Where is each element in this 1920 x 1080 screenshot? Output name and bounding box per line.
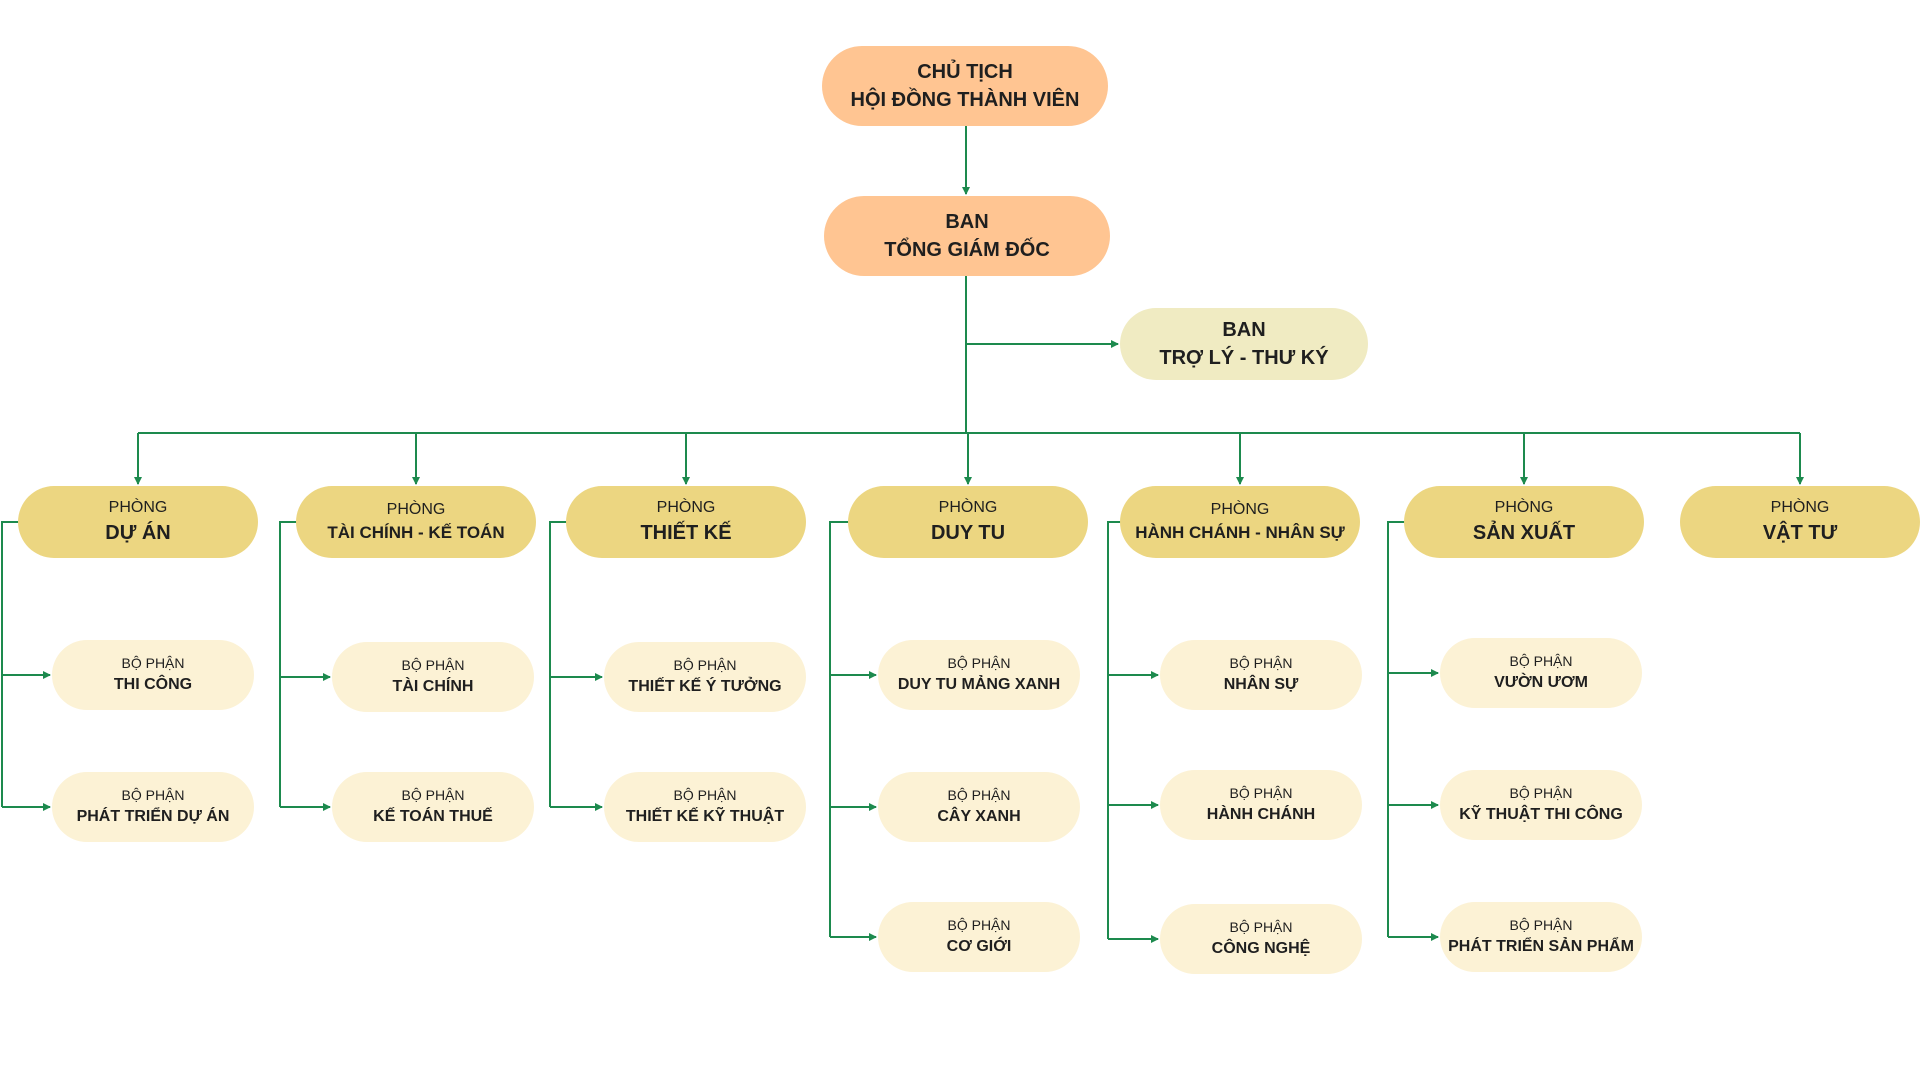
unit-san-xuat-1: BỘ PHẬN VƯỜN ƯƠM — [1440, 638, 1642, 708]
connector-bracket-duy-tu — [829, 521, 852, 937]
unit-hanh-chanh-nhan-su-1-label-2: NHÂN SỰ — [1223, 675, 1299, 693]
unit-du-an-2: BỘ PHẬN PHÁT TRIỂN DỰ ÁN — [52, 772, 254, 842]
department-duy-tu-label-2: DUY TU — [930, 522, 1006, 545]
unit-san-xuat-1-label-2: VƯỜN ƯƠM — [1494, 673, 1588, 691]
unit-du-an-1-label-1: BỘ PHẬN — [121, 655, 185, 671]
unit-hanh-chanh-nhan-su-2-label-1: BỘ PHẬN — [1229, 785, 1293, 801]
unit-hanh-chanh-nhan-su-3-label-2: CÔNG NGHỆ — [1211, 939, 1311, 957]
unit-hanh-chanh-nhan-su-3: BỘ PHẬN CÔNG NGHỆ — [1160, 904, 1362, 974]
connector-bracket-san-xuat — [1387, 521, 1408, 937]
department-san-xuat: PHÒNG SẢN XUẤT — [1404, 486, 1644, 558]
unit-du-an-1-label-2: THI CÔNG — [113, 675, 193, 693]
department-tai-chinh-ke-toan-label-1: PHÒNG — [386, 500, 446, 518]
unit-san-xuat-2-label-2: KỸ THUẬT THI CÔNG — [1459, 805, 1623, 823]
department-duy-tu-label-1: PHÒNG — [938, 498, 998, 516]
department-hanh-chanh-nhan-su: PHÒNG HÀNH CHÁNH - NHÂN SỰ — [1120, 486, 1360, 558]
unit-duy-tu-2-label-2: CÂY XANH — [937, 807, 1021, 825]
department-tai-chinh-ke-toan-label-2: TÀI CHÍNH - KẾ TOÁN — [327, 523, 505, 543]
unit-hanh-chanh-nhan-su-1-label-1: BỘ PHẬN — [1229, 655, 1293, 671]
unit-thiet-ke-1-label-2: THIẾT KẾ Ý TƯỞNG — [628, 677, 782, 695]
department-thiet-ke: PHÒNG THIẾT KẾ — [566, 486, 806, 558]
unit-san-xuat-2: BỘ PHẬN KỸ THUẬT THI CÔNG — [1440, 770, 1642, 840]
unit-duy-tu-1-label-2: DUY TU MẢNG XANH — [897, 675, 1061, 693]
box-chu-tich: CHỦ TỊCH HỘI ĐỒNG THÀNH VIÊN — [822, 46, 1108, 126]
department-san-xuat-label-2: SẢN XUẤT — [1472, 522, 1576, 545]
box-tro-ly-thu-ky: BAN TRỢ LÝ - THƯ KÝ — [1120, 308, 1368, 380]
department-vat-tu: PHÒNG VẬT TƯ — [1680, 486, 1920, 558]
unit-thiet-ke-1-label-1: BỘ PHẬN — [673, 657, 737, 673]
department-du-an-label-1: PHÒNG — [108, 498, 168, 516]
department-du-an-label-2: DỰ ÁN — [105, 522, 171, 545]
unit-du-an-2-label-2: PHÁT TRIỂN DỰ ÁN — [76, 807, 230, 825]
department-thiet-ke-label-2: THIẾT KẾ — [640, 522, 732, 545]
department-tai-chinh-ke-toan: PHÒNG TÀI CHÍNH - KẾ TOÁN — [296, 486, 536, 558]
connector-bracket-du-an — [1, 521, 22, 807]
unit-duy-tu-1: BỘ PHẬN DUY TU MẢNG XANH — [878, 640, 1080, 710]
unit-tai-chinh-ke-toan-2-label-2: KẾ TOÁN THUẾ — [373, 807, 493, 825]
unit-tai-chinh-ke-toan-2-label-1: BỘ PHẬN — [401, 787, 465, 803]
department-thiet-ke-label-1: PHÒNG — [656, 498, 716, 516]
unit-hanh-chanh-nhan-su-1: BỘ PHẬN NHÂN SỰ — [1160, 640, 1362, 710]
unit-san-xuat-2-label-1: BỘ PHẬN — [1509, 785, 1573, 801]
department-hanh-chanh-nhan-su-label-1: PHÒNG — [1210, 500, 1270, 518]
department-du-an: PHÒNG DỰ ÁN — [18, 486, 258, 558]
box-chu-tich-label-2: HỘI ĐỒNG THÀNH VIÊN — [850, 89, 1080, 111]
unit-san-xuat-3: BỘ PHẬN PHÁT TRIỂN SẢN PHẨM — [1440, 902, 1642, 972]
box-tong-giam-doc-label-1: BAN — [945, 211, 989, 233]
unit-san-xuat-3-label-1: BỘ PHẬN — [1509, 917, 1573, 933]
box-tro-ly-thu-ky-label-2: TRỢ LÝ - THƯ KÝ — [1159, 347, 1329, 369]
unit-duy-tu-2: BỘ PHẬN CÂY XANH — [878, 772, 1080, 842]
unit-thiet-ke-2-label-1: BỘ PHẬN — [673, 787, 737, 803]
unit-hanh-chanh-nhan-su-2: BỘ PHẬN HÀNH CHÁNH — [1160, 770, 1362, 840]
unit-tai-chinh-ke-toan-2: BỘ PHẬN KẾ TOÁN THUẾ — [332, 772, 534, 842]
unit-du-an-2-label-1: BỘ PHẬN — [121, 787, 185, 803]
department-vat-tu-label-1: PHÒNG — [1770, 498, 1830, 516]
box-tong-giam-doc-label-2: TỔNG GIÁM ĐỐC — [884, 239, 1050, 261]
unit-du-an-1: BỘ PHẬN THI CÔNG — [52, 640, 254, 710]
unit-thiet-ke-2: BỘ PHẬN THIẾT KẾ KỸ THUẬT — [604, 772, 806, 842]
box-tong-giam-doc: BAN TỔNG GIÁM ĐỐC — [824, 196, 1110, 276]
unit-duy-tu-3-label-1: BỘ PHẬN — [947, 917, 1011, 933]
unit-san-xuat-1-label-1: BỘ PHẬN — [1509, 653, 1573, 669]
connector-bracket-hanh-chanh-nhan-su — [1107, 521, 1124, 939]
department-san-xuat-label-1: PHÒNG — [1494, 498, 1554, 516]
unit-tai-chinh-ke-toan-1-label-2: TÀI CHÍNH — [392, 677, 474, 695]
unit-san-xuat-3-label-2: PHÁT TRIỂN SẢN PHẨM — [1448, 937, 1634, 955]
unit-duy-tu-1-label-1: BỘ PHẬN — [947, 655, 1011, 671]
unit-tai-chinh-ke-toan-1-label-1: BỘ PHẬN — [401, 657, 465, 673]
unit-thiet-ke-2-label-2: THIẾT KẾ KỸ THUẬT — [625, 807, 785, 825]
unit-hanh-chanh-nhan-su-2-label-2: HÀNH CHÁNH — [1206, 805, 1316, 823]
box-chu-tich-label-1: CHỦ TỊCH — [917, 61, 1013, 83]
connector-bracket-thiet-ke — [549, 521, 570, 807]
department-vat-tu-label-2: VẬT TƯ — [1762, 522, 1838, 545]
unit-tai-chinh-ke-toan-1: BỘ PHẬN TÀI CHÍNH — [332, 642, 534, 712]
department-hanh-chanh-nhan-su-label-2: HÀNH CHÁNH - NHÂN SỰ — [1135, 523, 1345, 543]
unit-duy-tu-2-label-1: BỘ PHẬN — [947, 787, 1011, 803]
department-duy-tu: PHÒNG DUY TU — [848, 486, 1088, 558]
unit-thiet-ke-1: BỘ PHẬN THIẾT KẾ Ý TƯỞNG — [604, 642, 806, 712]
unit-duy-tu-3-label-2: CƠ GIỚI — [946, 937, 1012, 955]
box-tro-ly-thu-ky-label-1: BAN — [1222, 319, 1266, 341]
connector-bracket-tai-chinh-ke-toan — [279, 521, 300, 807]
unit-duy-tu-3: BỘ PHẬN CƠ GIỚI — [878, 902, 1080, 972]
unit-hanh-chanh-nhan-su-3-label-1: BỘ PHẬN — [1229, 919, 1293, 935]
